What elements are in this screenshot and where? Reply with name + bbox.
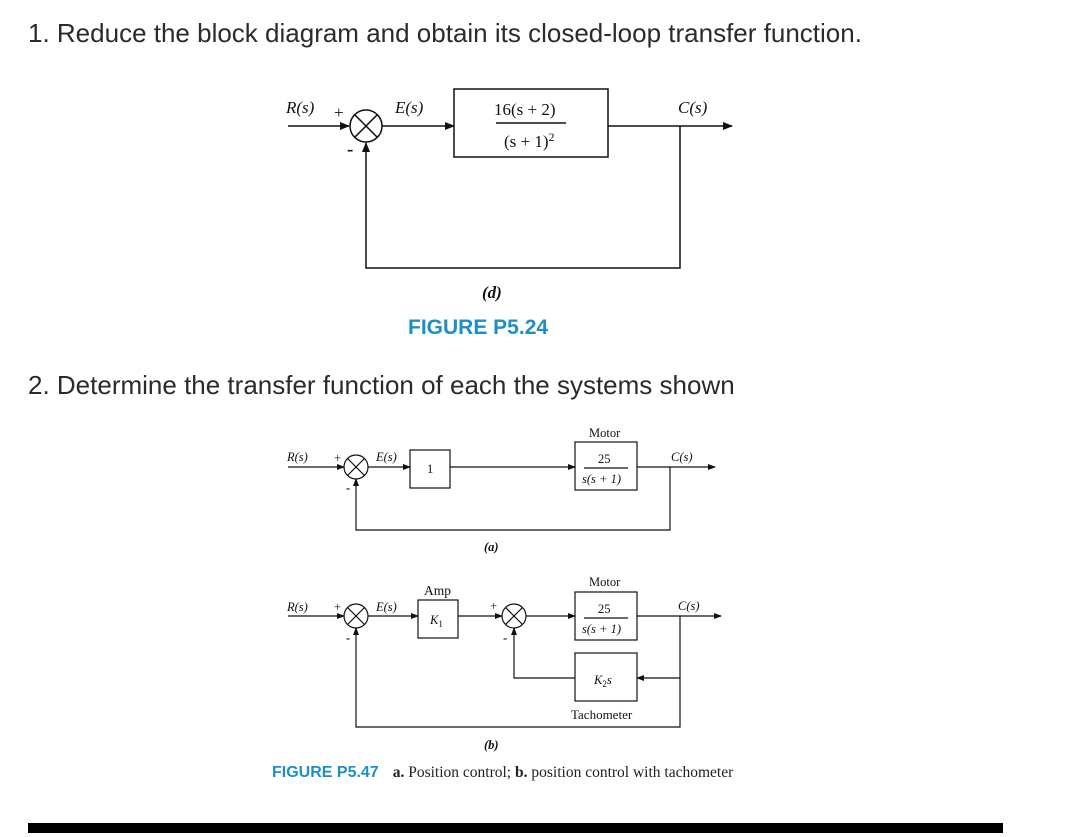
plus-sign-b1: + [334,600,341,614]
summing-junction-b2 [501,603,527,629]
sublabel-b: (b) [484,738,499,752]
error-label-b: E(s) [375,600,397,614]
question-1: 1. Reduce the block diagram and obtain i… [28,18,862,48]
sublabel-d: (d) [482,283,502,302]
feedback-path [362,126,681,269]
output-label-a: C(s) [671,450,693,464]
minus-sign: - [347,139,353,160]
figure-p5-24-diagram [288,88,733,269]
numerator: 16(s + 2) [494,100,556,119]
output-label-b: C(s) [678,599,700,613]
input-label: R(s) [285,98,315,117]
amp-label: Amp [424,583,451,598]
gain-block-a [409,449,451,489]
bottom-rule [28,823,1003,833]
question-2: 2. Determine the transfer function of ea… [28,370,735,400]
motor-label-a: Motor [589,426,621,440]
motor-block-a [574,441,638,491]
figure-p5-47a-diagram [288,441,716,531]
output-label: C(s) [678,98,708,117]
minus-sign-a: - [346,481,350,495]
sublabel-a: (a) [484,540,499,554]
tach-gain: K2s [593,673,612,689]
caption-figure-number: FIGURE P5.47 [272,764,379,781]
gain-a: 1 [427,462,433,476]
caption-b-mark: b. [515,764,528,781]
minus-sign-b2: - [503,631,507,645]
amp-block-b [417,599,459,639]
plus-sign-b2: + [490,599,497,613]
caption-b-text: position control with tachometer [531,764,734,781]
summing-junction-b1 [343,603,369,629]
input-label-a: R(s) [286,450,308,464]
tachometer-label: Tachometer [571,707,633,722]
summing-junction [349,109,383,143]
motor-den-a: s(s + 1) [582,472,621,486]
plus-sign-a: + [334,451,341,465]
forward-block [453,88,609,158]
denominator: (s + 1)2 [504,130,555,151]
error-label-a: E(s) [375,450,397,464]
figure-caption-p5-47: FIGURE P5.47 a. Position control; b. posi… [272,762,752,784]
plus-sign: + [334,103,344,122]
tachometer-block [574,652,638,702]
input-label-b: R(s) [286,600,308,614]
figure-title-p5-24: FIGURE P5.24 [408,316,549,339]
motor-den-b: s(s + 1) [582,622,621,636]
motor-label-b: Motor [589,575,621,589]
figure-p5-47b-diagram [288,591,722,728]
minus-sign-b1: - [346,631,350,645]
motor-num-b: 25 [598,602,611,616]
caption-a-text: Position control; [408,764,512,781]
summing-junction-a [343,454,369,480]
caption-a-mark: a. [392,764,405,781]
amp-gain: K1 [429,613,443,629]
motor-num-a: 25 [598,452,611,466]
error-label: E(s) [394,98,424,117]
